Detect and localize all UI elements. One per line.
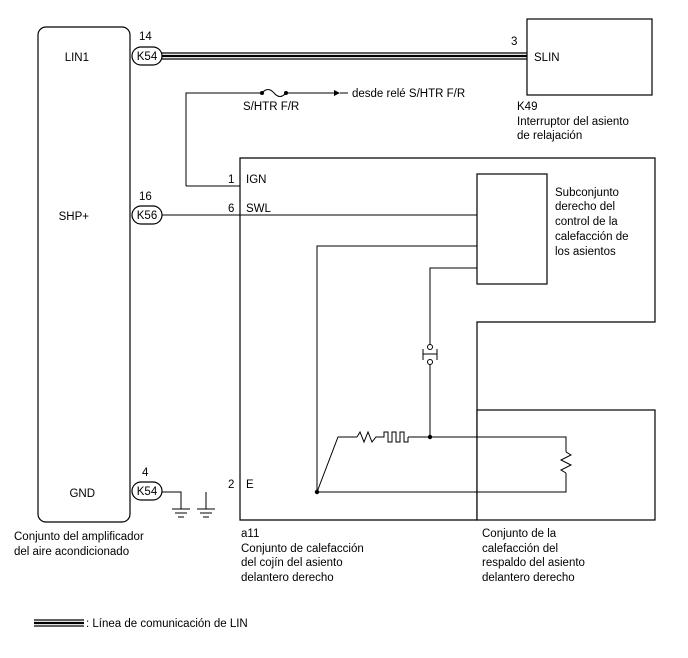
cushion-pin-label-ign: IGN — [246, 174, 266, 186]
relax-switch-name-line2: de relajación — [517, 130, 582, 142]
junction-ground — [314, 489, 320, 495]
cushion-name-line3: delantero derecho — [241, 572, 334, 584]
pin-label-gnd: GND — [69, 488, 95, 500]
internal-wiring — [316, 245, 573, 493]
cushion-pin-label-swl: SWL — [246, 203, 272, 215]
pin-label-shp: SHP+ — [59, 211, 90, 223]
pin-number-14: 14 — [139, 31, 152, 43]
ground-icon-cushion — [197, 492, 215, 518]
fuse-terminal-left — [260, 91, 264, 95]
cushion-pin-number-2: 2 — [228, 479, 234, 491]
controller-name-line1: Subconjunto — [555, 187, 619, 199]
backrest-name-line1: Conjunto de la — [482, 528, 557, 540]
junction-heater — [427, 434, 433, 440]
fuse-terminal-right — [284, 91, 288, 95]
relax-switch-pin-label: SLIN — [534, 52, 560, 64]
connector-k54-gnd — [131, 481, 163, 501]
relax-switch-code: K49 — [517, 101, 537, 113]
amplifier-box — [37, 26, 131, 523]
lin-line — [162, 52, 527, 60]
cushion-pin-number-1: 1 — [228, 174, 234, 186]
legend-text: : Línea de comunicación de LIN — [86, 618, 248, 630]
fuse-label: S/HTR F/R — [243, 101, 299, 113]
cushion-name-line2: del cojín del asiento — [241, 557, 343, 569]
pin-label-lin1: LIN1 — [65, 52, 89, 64]
backrest-name-line2: calefacción del — [482, 543, 558, 555]
legend-lin-symbol — [34, 619, 84, 627]
fuse-source: desde relé S/HTR F/R — [352, 88, 465, 100]
backrest-name-line3: respaldo del asiento — [482, 557, 585, 569]
amplifier-name-line2: del aire acondicionado — [14, 546, 129, 558]
controller-name-line4: calefacción de — [555, 231, 629, 243]
backrest-name-line4: delantero derecho — [482, 572, 575, 584]
pin-number-4: 4 — [142, 467, 149, 479]
cushion-pin-label-e: E — [246, 479, 254, 491]
cushion-code: a11 — [241, 528, 259, 540]
connector-label-k54-lin: K54 — [137, 51, 158, 63]
connector-label-k56: K56 — [137, 210, 157, 222]
pin-number-16: 16 — [139, 191, 152, 203]
relax-switch-pin-number: 3 — [511, 36, 517, 48]
controller-name-line5: los asientos — [555, 246, 616, 258]
relax-switch-box — [526, 18, 653, 96]
controller-box — [476, 173, 548, 285]
controller-name-line3: control de la — [555, 216, 618, 228]
cushion-pin-number-6: 6 — [228, 203, 234, 215]
thermostat-switch-icon — [422, 344, 438, 365]
arrow-left-icon — [334, 90, 340, 96]
cushion-name-line1: Conjunto de calefacción — [241, 543, 364, 555]
amplifier-name-line1: Conjunto del amplificador — [14, 531, 144, 543]
relax-switch-name-line1: Interruptor del asiento — [517, 116, 629, 128]
cushion-box — [239, 157, 656, 521]
backrest-box — [476, 409, 656, 521]
controller-name-line2: derecho del — [555, 201, 615, 213]
connector-label-k54-gnd: K54 — [137, 486, 158, 498]
ground-icon-amplifier — [162, 491, 190, 518]
